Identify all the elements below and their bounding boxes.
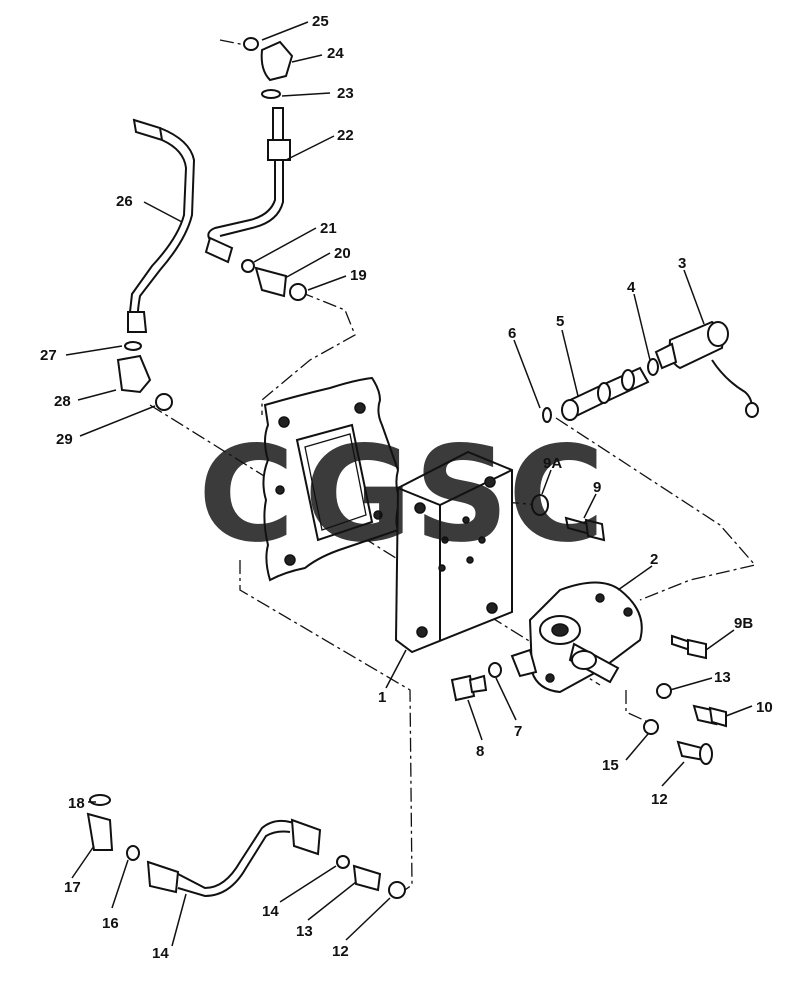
washer-11 — [656, 683, 672, 699]
leader-lines — [65, 21, 753, 947]
part-labels: 25 24 23 22 26 21 20 19 27 28 29 3 4 5 6… — [40, 13, 773, 962]
label-31: 29 — [56, 431, 73, 448]
label-19: 17 — [64, 879, 81, 896]
label-20: 18 — [68, 795, 85, 812]
label-22: 20 — [334, 245, 351, 262]
label-4: 4 — [627, 279, 636, 296]
seal-ring-4 — [647, 358, 659, 376]
label-24: 22 — [337, 127, 354, 144]
solenoid-valve — [654, 320, 759, 418]
bolt-9 — [564, 516, 606, 542]
label-7: 7 — [514, 723, 522, 740]
cgsc-watermark-logo: C G S C — [198, 418, 605, 572]
label-9a: 9A — [543, 455, 562, 472]
label-3: 3 — [678, 255, 686, 272]
label-28: 26 — [116, 193, 133, 210]
washer-9a — [531, 494, 549, 516]
label-21: 19 — [350, 267, 367, 284]
plug-8 — [450, 674, 488, 702]
label-13: 15 — [602, 757, 619, 774]
label-16: 14 — [262, 903, 279, 920]
washer-13 — [643, 719, 659, 735]
label-25: 23 — [337, 85, 354, 102]
upper-tube-assembly — [204, 37, 307, 301]
label-23: 21 — [320, 220, 337, 237]
label-9: 9 — [593, 479, 601, 496]
label-17: 14 — [152, 945, 169, 962]
lower-tube-assembly — [86, 794, 406, 899]
svg-text:G: G — [304, 418, 412, 572]
washer-7 — [488, 662, 502, 678]
bolt-12 — [676, 740, 713, 765]
label-2: 2 — [650, 551, 658, 568]
label-14: 12 — [332, 943, 349, 960]
label-30: 28 — [54, 393, 71, 410]
label-1: 1 — [378, 689, 386, 706]
bolt-9b — [671, 634, 707, 660]
o-ring-6 — [542, 407, 552, 423]
svg-text:S: S — [414, 418, 509, 572]
label-6: 6 — [508, 325, 516, 342]
pump-body — [510, 581, 643, 694]
label-29: 27 — [40, 347, 57, 364]
label-11: 13 — [714, 669, 731, 686]
bolt-10 — [692, 704, 727, 728]
label-10: 10 — [756, 699, 773, 716]
label-18: 16 — [102, 915, 119, 932]
label-26: 24 — [327, 45, 344, 62]
label-27: 25 — [312, 13, 329, 30]
adapter-plate — [394, 450, 513, 654]
svg-text:C: C — [198, 418, 295, 572]
valve-cartridge — [561, 366, 650, 421]
gasket — [262, 376, 402, 582]
label-8: 8 — [476, 743, 484, 760]
label-5: 5 — [556, 313, 564, 330]
label-9b: 9B — [734, 615, 753, 632]
label-12: 12 — [651, 791, 668, 808]
svg-text:C: C — [508, 418, 605, 572]
left-tube-assembly — [116, 118, 196, 411]
label-15: 13 — [296, 923, 313, 940]
